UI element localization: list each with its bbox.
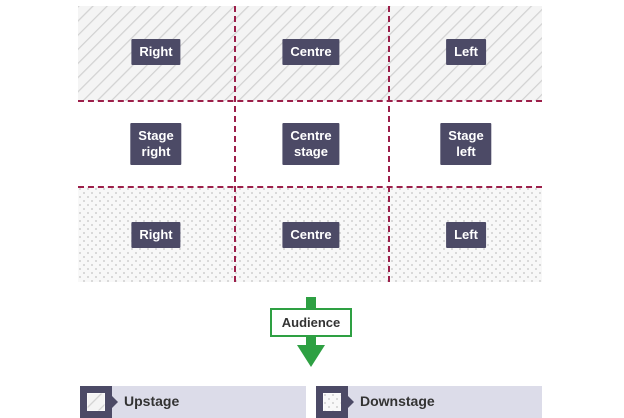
downstage-centre-label: Centre [282, 222, 340, 248]
upstage-centre-label: Centre [282, 39, 340, 65]
hatch-swatch-icon [80, 386, 112, 418]
downstage-left-label: Left [446, 222, 486, 248]
divider-vertical-right [388, 6, 390, 282]
legend-downstage-label: Downstage [360, 393, 435, 409]
legend-upstage-label: Upstage [124, 393, 180, 409]
legend-downstage: Downstage [316, 386, 542, 418]
divider-horizontal-bottom [78, 186, 542, 188]
audience-arrow-stem-bottom [306, 337, 316, 345]
divider-vertical-left [234, 6, 236, 282]
dots-swatch-icon [316, 386, 348, 418]
down-arrow-icon [297, 345, 325, 367]
upstage-left-label: Left [446, 39, 486, 65]
audience-label: Audience [270, 308, 352, 337]
downstage-right-label: Right [131, 222, 181, 248]
legend-notch [112, 396, 118, 408]
divider-horizontal-top [78, 100, 542, 102]
legend-notch [348, 396, 354, 408]
legend-upstage: Upstage [80, 386, 306, 418]
upstage-right-label: Right [131, 39, 181, 65]
audience-arrow-stem-top [306, 297, 316, 309]
